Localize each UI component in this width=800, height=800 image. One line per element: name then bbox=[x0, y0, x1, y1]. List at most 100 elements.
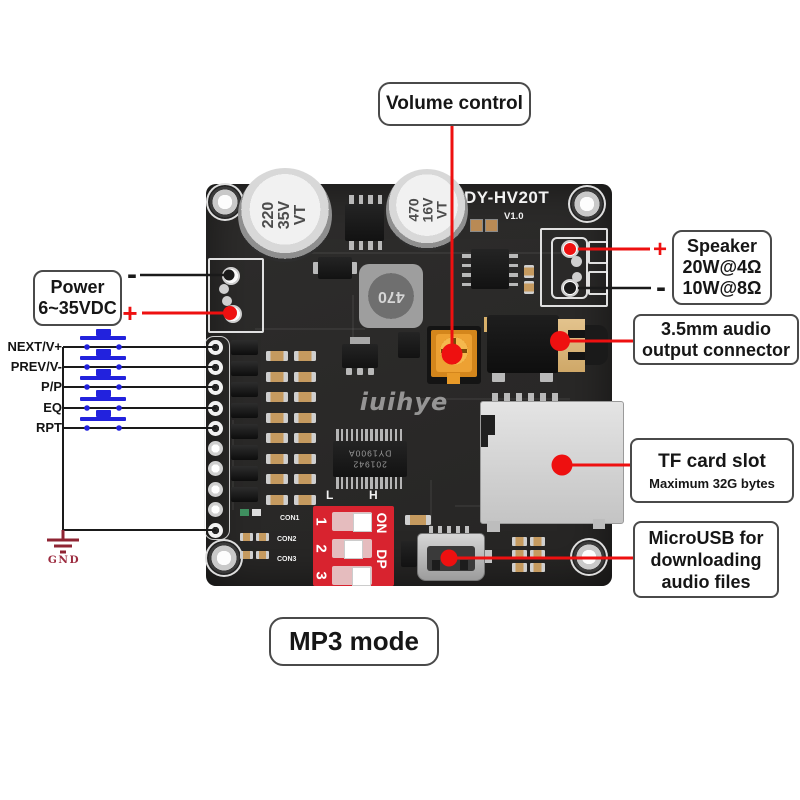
dip-track-2 bbox=[332, 539, 372, 559]
power-pad-small bbox=[222, 296, 232, 306]
speaker-connector-silkscreen bbox=[540, 228, 608, 307]
main-ic-marking: 201942 DY1900A bbox=[348, 449, 392, 470]
smd-led bbox=[240, 509, 249, 516]
ic-pin bbox=[394, 429, 398, 441]
jack-barrel bbox=[585, 325, 608, 365]
push-button-symbol bbox=[116, 405, 122, 411]
ic-pin bbox=[385, 429, 388, 441]
dip-on-label: ON bbox=[374, 512, 390, 534]
tf-card-slot bbox=[480, 401, 624, 532]
push-button-symbol bbox=[84, 384, 90, 390]
microusb-callout: MicroUSB for downloading audio files bbox=[633, 521, 779, 598]
tf-card-callout: TF card slot Maximum 32G bytes bbox=[630, 438, 794, 503]
smd-resistor bbox=[294, 392, 316, 402]
screw-slot-horizontal bbox=[441, 349, 467, 353]
push-button-symbol bbox=[84, 344, 90, 350]
smd-resistor bbox=[294, 412, 316, 423]
dip-track-3 bbox=[332, 566, 372, 586]
tf-slot-tab bbox=[487, 521, 500, 532]
power-callout: Power 6~35VDC bbox=[33, 270, 122, 326]
ic-pin bbox=[360, 429, 364, 441]
board-model-silkscreen: DY-HV20T bbox=[464, 188, 550, 207]
soic-pin bbox=[462, 263, 471, 267]
dip-knob-2[interactable] bbox=[344, 540, 363, 559]
main-ic-dy1900a: 201942 DY1900A bbox=[333, 441, 407, 477]
voltage-regulator bbox=[342, 344, 378, 368]
header-hole bbox=[208, 522, 223, 538]
smd-resistor bbox=[240, 551, 253, 559]
soic-pin bbox=[509, 263, 518, 267]
header-hole bbox=[208, 339, 223, 355]
regulator-leg bbox=[357, 368, 363, 375]
level-h-silkscreen: H bbox=[369, 488, 378, 502]
dip-track-1 bbox=[332, 512, 372, 532]
soic-pin bbox=[349, 240, 354, 250]
dip-knob-1[interactable] bbox=[353, 513, 372, 532]
soic-pin bbox=[462, 282, 471, 286]
usb-text-3: audio files bbox=[661, 571, 751, 592]
push-button-symbol bbox=[96, 410, 111, 417]
gnd-symbol bbox=[47, 530, 79, 554]
header-hole bbox=[208, 359, 223, 375]
jack-contact-notch bbox=[568, 330, 585, 338]
speaker-silk-bracket bbox=[588, 271, 608, 295]
mp3-mode-text: MP3 mode bbox=[288, 626, 420, 656]
push-button-symbol bbox=[80, 417, 126, 421]
pcb-trace bbox=[352, 295, 354, 360]
ic-pin bbox=[399, 429, 403, 441]
ic-pin bbox=[365, 477, 368, 489]
soic8-chip-right bbox=[471, 249, 509, 289]
control-label-rpt: RPT bbox=[36, 420, 62, 435]
mounting-hole-top-right bbox=[568, 185, 606, 223]
soic-pin bbox=[358, 240, 363, 250]
push-button-symbol bbox=[96, 369, 111, 376]
tf-subtitle-text: Maximum 32G bytes bbox=[649, 475, 775, 491]
tf-slot-notch bbox=[481, 415, 495, 435]
soic-pin bbox=[509, 254, 518, 258]
ic-pin bbox=[350, 477, 354, 489]
soic-pin bbox=[349, 195, 354, 205]
sot23-transistor bbox=[231, 382, 258, 397]
ic-pin bbox=[340, 429, 344, 441]
regulator-leg bbox=[346, 368, 352, 375]
smd-resistor bbox=[266, 494, 288, 505]
audio-text-1: 3.5mm audio bbox=[660, 318, 772, 339]
header-hole bbox=[208, 400, 223, 416]
push-button-symbol bbox=[116, 364, 122, 370]
push-button-symbol bbox=[116, 384, 122, 390]
ic-pin bbox=[336, 429, 339, 441]
tf-pin bbox=[516, 393, 522, 402]
speaker-silk-bracket bbox=[588, 241, 608, 264]
smd-resistor bbox=[294, 453, 316, 464]
push-button-symbol bbox=[84, 425, 90, 431]
smd-resistor bbox=[294, 351, 316, 361]
sot23-transistor bbox=[231, 361, 258, 376]
audio-jack-callout: 3.5mm audio output connector bbox=[633, 314, 799, 365]
sot23-transistor bbox=[231, 424, 258, 439]
capacitor-470uf-label: 470 16V VT bbox=[404, 197, 449, 223]
ic-pin bbox=[355, 477, 359, 489]
power-text-1: Power bbox=[50, 277, 105, 297]
smd-resistor bbox=[530, 563, 545, 572]
header-hole bbox=[208, 460, 223, 476]
ic-pin bbox=[340, 477, 344, 489]
audio-text-2: output connector bbox=[642, 339, 790, 360]
smd-capacitor bbox=[470, 219, 483, 232]
control-label-eq: EQ bbox=[43, 400, 62, 415]
smd-resistor bbox=[256, 551, 269, 559]
push-button-symbols bbox=[80, 329, 126, 431]
power-text-2: 6~35VDC bbox=[38, 298, 117, 318]
ic-pin bbox=[345, 429, 349, 441]
smd-resistor bbox=[530, 537, 545, 546]
microusb-slot-hole bbox=[460, 560, 468, 570]
smd-resistor bbox=[266, 351, 288, 361]
dip-number-2: 2 bbox=[312, 544, 330, 553]
level-l-silkscreen: L bbox=[326, 488, 334, 502]
ic-pin bbox=[336, 477, 339, 489]
tf-pin bbox=[492, 393, 498, 402]
tf-pin bbox=[552, 393, 558, 402]
speaker-pad-small bbox=[571, 256, 582, 267]
push-button-symbol bbox=[80, 397, 126, 401]
dip-knob-3[interactable] bbox=[352, 567, 371, 586]
